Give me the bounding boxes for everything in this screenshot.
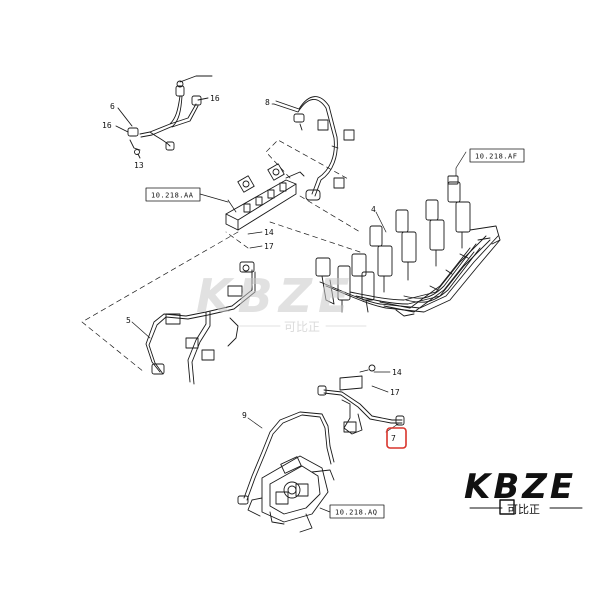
callout-7-highlight: 7 xyxy=(386,427,407,449)
callout-13: 13 xyxy=(134,161,144,170)
callout-5: 5 xyxy=(126,316,131,325)
hp-line-bundle xyxy=(319,225,501,317)
injectors xyxy=(315,175,471,313)
watermark-logo: KBZE xyxy=(196,269,355,323)
callout-17-lower: 17 xyxy=(390,388,400,397)
fuel-pipe-5 xyxy=(145,261,256,385)
callout-9: 9 xyxy=(242,411,247,420)
callout-14-lower: 14 xyxy=(392,368,402,377)
ref-label-aa: 10.218.AA xyxy=(151,192,194,200)
callout-17-upper: 17 xyxy=(264,242,274,251)
fuel-pipe-9 xyxy=(237,411,335,505)
ref-box-aa: 10.218.AA xyxy=(145,187,229,203)
leaders xyxy=(131,103,467,513)
leaders-top-left xyxy=(115,75,213,159)
callout-16-left: 16 xyxy=(102,121,112,130)
callout-14-upper: 14 xyxy=(264,228,274,237)
ref-box-af: 10.218.AF xyxy=(469,148,525,163)
corner-watermark: KBZE 可比正 xyxy=(464,467,583,516)
callout-8: 8 xyxy=(265,98,270,107)
callout-6: 6 xyxy=(110,102,115,111)
ref-label-aq: 10.218.AQ xyxy=(335,509,377,517)
callout-4: 4 xyxy=(371,205,376,214)
injection-pump xyxy=(247,455,335,533)
fuel-pipe-7 xyxy=(317,364,405,435)
callout-7: 7 xyxy=(391,434,396,443)
corner-sub: 可比正 xyxy=(507,503,540,516)
callouts: 6 16 16 13 8 4 14 17 5 14 17 9 xyxy=(102,94,402,420)
corner-logo: KBZE xyxy=(464,467,576,507)
ref-box-aq: 10.218.AQ xyxy=(329,504,385,519)
common-rail xyxy=(225,163,305,231)
watermark-sub: 可比正 xyxy=(284,320,320,334)
dashed-guides xyxy=(81,139,361,373)
return-pipe-assembly xyxy=(127,80,202,155)
ref-label-af: 10.218.AF xyxy=(475,153,517,161)
callout-16-top: 16 xyxy=(210,94,220,103)
fuel-pipe-8 xyxy=(273,96,355,201)
center-watermark: KBZE 可比正 xyxy=(196,269,367,334)
